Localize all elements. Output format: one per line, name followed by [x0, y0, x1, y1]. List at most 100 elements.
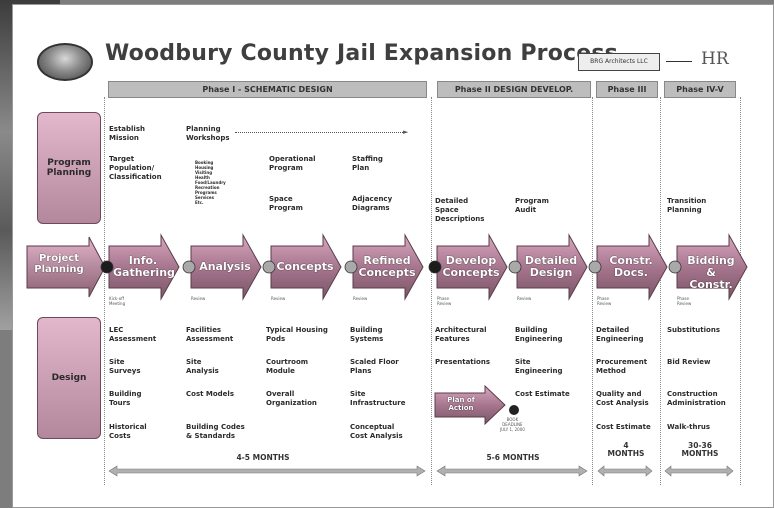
program-item: Planning Workshops — [186, 125, 230, 142]
phase-divider — [431, 97, 432, 485]
program-item: Transition Planning — [667, 197, 707, 214]
step-arrow — [676, 233, 748, 301]
design-item: Typical Housing Pods — [266, 326, 328, 343]
step-arrow — [436, 233, 508, 301]
milestone-dot — [428, 260, 442, 274]
step-caption: Review — [353, 296, 368, 301]
step-arrow — [270, 233, 342, 301]
program-item: Staffing Plan — [352, 155, 383, 172]
program-item: Space Program — [269, 195, 303, 212]
design-item: Procurement Method — [596, 358, 648, 375]
design-item: Detailed Engineering — [596, 326, 644, 343]
design-item: Construction Administration — [667, 390, 726, 407]
design-label: Design — [37, 317, 101, 439]
step-label: Develop Concepts — [442, 254, 500, 279]
milestone-dot — [509, 405, 519, 415]
duration-phase-4: 30-36 MONTHS — [681, 441, 719, 458]
design-item: Building Engineering — [515, 326, 563, 343]
plan-of-action-label: Plan of Action — [447, 396, 475, 412]
design-item: Site Surveys — [109, 358, 141, 375]
design-item: Quality and Cost Analysis — [596, 390, 649, 407]
design-item: Cost Estimate — [596, 423, 651, 431]
step-arrow — [352, 233, 424, 301]
milestone-dot — [100, 260, 114, 274]
firm-logo-2: HR — [701, 49, 729, 69]
phase-divider — [592, 97, 593, 485]
design-item: Scaled Floor Plans — [350, 358, 399, 375]
logo-divider — [666, 61, 692, 62]
design-item: Historical Costs — [109, 423, 147, 440]
design-item: Site Infrastructure — [350, 390, 406, 407]
step-arrow — [190, 233, 262, 301]
step-label: Detailed Design — [524, 254, 578, 279]
project-planning-label: Project Planning — [34, 253, 84, 275]
design-item: Walk-thrus — [667, 423, 711, 431]
county-seal-icon — [37, 43, 93, 81]
program-item: Establish Mission — [109, 125, 145, 142]
program-item: Detailed Space Descriptions — [435, 197, 485, 223]
design-item: Site Engineering — [515, 358, 563, 375]
program-item: Target Population/ Classification — [109, 155, 162, 181]
design-item: Presentations — [435, 358, 491, 366]
step-label: Concepts — [276, 260, 334, 273]
milestone-dot — [508, 260, 522, 274]
phase-4-header: Phase IV-V — [664, 81, 736, 98]
step-caption: Phase Review — [437, 296, 452, 306]
step-caption: Review — [517, 296, 532, 301]
design-item: Bid Review — [667, 358, 711, 366]
design-item: Cost Estimate — [515, 390, 570, 398]
program-planning-label: Program Planning — [37, 112, 101, 224]
design-item: Site Analysis — [186, 358, 219, 375]
step-label: Constr. Docs. — [609, 254, 653, 279]
design-item: Courtroom Module — [266, 358, 309, 375]
step-arrow — [596, 233, 668, 301]
milestone-dot — [344, 260, 358, 274]
step-arrow — [516, 233, 588, 301]
plan-of-action-arrow — [434, 385, 506, 425]
design-item: Conceptual Cost Analysis — [350, 423, 403, 440]
design-item: Facilities Assessment — [186, 326, 234, 343]
design-item: Overall Organization — [266, 390, 317, 407]
design-item: Building Tours — [109, 390, 142, 407]
step-caption: Review — [271, 296, 286, 301]
design-item: Substitutions — [667, 326, 720, 334]
step-caption: Review — [191, 296, 206, 301]
step-caption: Phase Review — [597, 296, 612, 306]
firm-logo-1: BRG Architects LLC — [578, 53, 660, 71]
design-item: Cost Models — [186, 390, 234, 398]
milestone-dot — [668, 260, 682, 274]
phase-3-header: Phase III — [596, 81, 658, 98]
duration-bars — [108, 465, 734, 477]
program-item: Operational Program — [269, 155, 316, 172]
duration-phase-1: 4-5 MONTHS — [236, 453, 290, 462]
phase-divider — [660, 97, 661, 485]
step-arrow — [108, 233, 180, 301]
design-item: Building Codes & Standards — [186, 423, 245, 440]
milestone-dot — [182, 260, 196, 274]
phase-divider — [104, 97, 105, 485]
phase-2-header: Phase II DESIGN DEVELOP. — [437, 81, 591, 98]
design-item: Architectural Features — [435, 326, 487, 343]
phase-divider — [740, 97, 741, 485]
milestone-dot — [588, 260, 602, 274]
arrow-head-icon: ► — [403, 128, 409, 136]
duration-phase-3: 4 MONTHS — [607, 441, 645, 458]
slide-title: Woodbury County Jail Expansion Process — [105, 41, 618, 66]
milestone-dot — [262, 260, 276, 274]
duration-phase-2: 5-6 MONTHS — [486, 453, 540, 462]
step-label: Refined Concepts — [358, 254, 416, 279]
step-label: Analysis — [199, 260, 251, 273]
design-item: Building Systems — [350, 326, 384, 343]
workshop-topics: Booking Housing Visiting Health Food/Lau… — [195, 160, 226, 205]
project-planning-arrow — [26, 236, 106, 298]
design-item: LEC Assessment — [109, 326, 157, 343]
workshop-arrow-line — [235, 132, 405, 133]
phase-1-header: Phase I - SCHEMATIC DESIGN — [108, 81, 427, 98]
step-label: Bidding & Constr. — [687, 254, 735, 291]
program-item: Adjacency Diagrams — [352, 195, 393, 212]
program-item: Program Audit — [515, 197, 549, 214]
book-deadline-caption: BOOK DEADLINE JULY 1, 2000 — [500, 417, 525, 432]
step-caption: Kick-off Meeting — [109, 296, 126, 306]
step-label: Info. Gathering — [113, 254, 175, 279]
step-caption: Phase Review — [677, 296, 692, 306]
